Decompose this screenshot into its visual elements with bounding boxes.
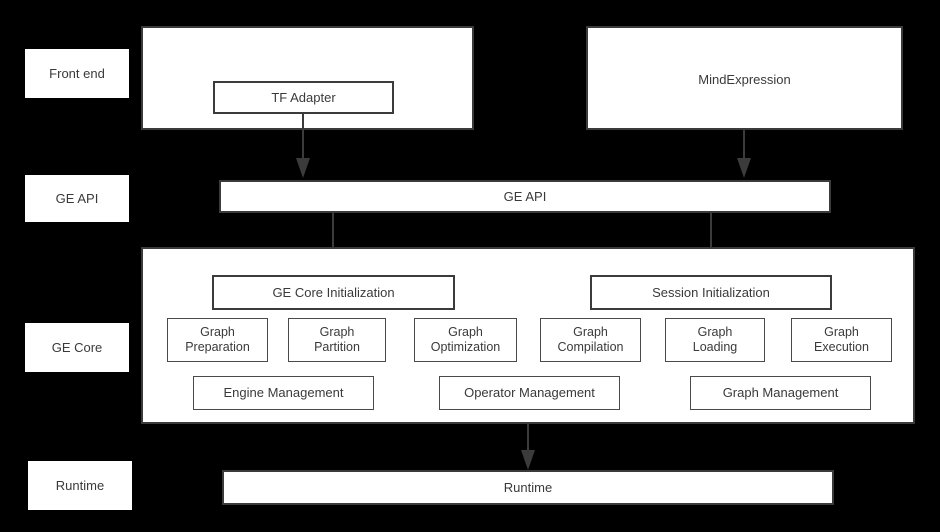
graph-compilation-box[interactable]: Graph Compilation: [540, 318, 641, 362]
layer-label-ge-api: GE API: [25, 175, 129, 222]
operator-management-label: Operator Management: [464, 385, 595, 401]
graph-partition-label: Graph Partition: [314, 325, 360, 354]
engine-management-label: Engine Management: [223, 385, 344, 401]
tf-adapter-box[interactable]: TF Adapter: [213, 81, 394, 114]
runtime-bar[interactable]: Runtime: [222, 470, 834, 505]
layer-label-runtime-text: Runtime: [55, 478, 105, 493]
graph-optimization-box[interactable]: Graph Optimization: [414, 318, 517, 362]
graph-preparation-label: Graph Preparation: [185, 325, 250, 354]
operator-management-box[interactable]: Operator Management: [439, 376, 620, 410]
tf-adapter-label: TF Adapter: [271, 89, 336, 105]
layer-label-ge-core-text: GE Core: [51, 340, 103, 355]
graph-optimization-label: Graph Optimization: [430, 325, 501, 354]
graph-partition-box[interactable]: Graph Partition: [288, 318, 386, 362]
graph-loading-label: Graph Loading: [692, 325, 738, 354]
ge-core-initialization-box[interactable]: GE Core Initialization: [212, 275, 455, 310]
session-initialization-box[interactable]: Session Initialization: [590, 275, 832, 310]
engine-management-box[interactable]: Engine Management: [193, 376, 374, 410]
ge-api-bar[interactable]: GE API: [219, 180, 831, 213]
ge-api-bar-label: GE API: [503, 188, 547, 204]
graph-management-box[interactable]: Graph Management: [690, 376, 871, 410]
ge-core-initialization-label: GE Core Initialization: [272, 284, 395, 300]
layer-label-ge-core: GE Core: [25, 323, 129, 372]
layer-label-front-end: Front end: [25, 49, 129, 98]
layer-label-front-end-text: Front end: [49, 66, 105, 81]
layer-label-ge-api-text: GE API: [55, 191, 99, 206]
layer-label-runtime: Runtime: [28, 461, 132, 510]
graph-preparation-box[interactable]: Graph Preparation: [167, 318, 268, 362]
runtime-bar-label: Runtime: [503, 479, 553, 495]
mindexpression-panel[interactable]: MindExpression: [586, 26, 903, 130]
graph-loading-box[interactable]: Graph Loading: [665, 318, 765, 362]
mindexpression-panel-title: MindExpression: [698, 72, 791, 87]
graph-compilation-label: Graph Compilation: [557, 325, 624, 354]
graph-execution-label: Graph Execution: [814, 325, 869, 354]
graph-execution-box[interactable]: Graph Execution: [791, 318, 892, 362]
session-initialization-label: Session Initialization: [652, 284, 770, 300]
graph-management-label: Graph Management: [722, 385, 839, 401]
